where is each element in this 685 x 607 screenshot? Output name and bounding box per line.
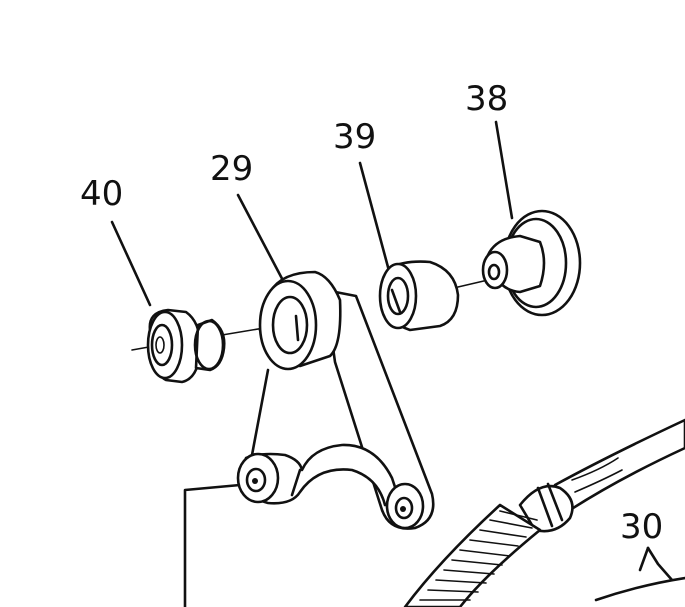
part-29-arm — [236, 270, 435, 530]
part-39-sleeve — [378, 260, 460, 332]
callout-30: 30 — [620, 507, 663, 547]
leader-line-29 — [236, 193, 290, 292]
callout-38: 38 — [465, 79, 508, 119]
part-30-hose — [403, 418, 685, 607]
part-38-flanged-bushing — [481, 209, 582, 317]
leader-line-lower — [183, 483, 242, 607]
leader-lines — [110, 120, 674, 607]
leader-line-38 — [494, 120, 514, 220]
leader-line-39 — [358, 161, 394, 284]
axis-line-right — [457, 279, 489, 288]
callout-29: 29 — [210, 149, 253, 189]
leader-line-30b — [638, 546, 650, 572]
callout-40: 40 — [80, 174, 123, 214]
leader-line-40 — [110, 220, 152, 307]
callout-39: 39 — [333, 117, 376, 157]
part-40-bushing — [146, 308, 226, 384]
leader-line-30 — [646, 546, 674, 582]
